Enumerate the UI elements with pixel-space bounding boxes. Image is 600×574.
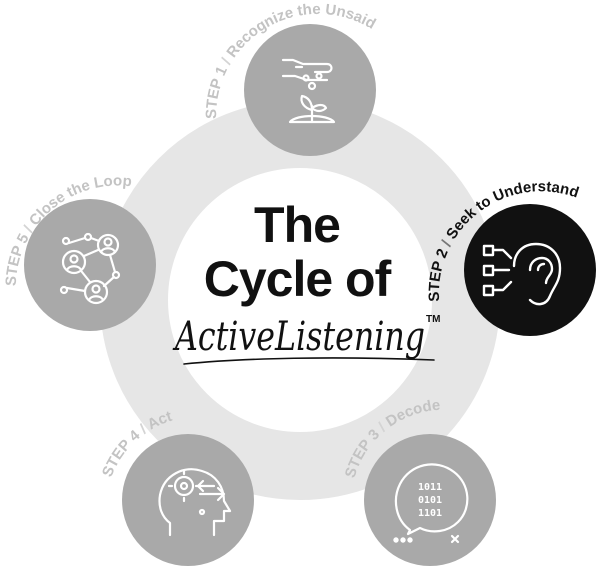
title-line-2: Cycle of (204, 251, 392, 307)
hand-seedling-icon (281, 58, 336, 124)
head-gear-arrows-icon (158, 468, 232, 537)
binary-speech-bubble-icon: 1011 0101 1101 (393, 463, 469, 544)
people-network-icon (59, 232, 121, 305)
step-1-node (244, 24, 376, 156)
svg-text:0101: 0101 (418, 495, 442, 506)
svg-text:1011: 1011 (418, 482, 442, 493)
step-1-number: STEP 1 (203, 64, 231, 119)
ear-circuit-icon (482, 242, 562, 306)
step-3-node (364, 434, 496, 566)
step-5-node (24, 199, 156, 331)
trademark-mark: TM (426, 314, 440, 325)
svg-text:1101: 1101 (418, 508, 442, 519)
script-underline (183, 357, 435, 365)
step-4-node (122, 434, 254, 566)
title-line-1: The (254, 197, 340, 253)
title-line-3: ActiveListening (172, 314, 425, 360)
